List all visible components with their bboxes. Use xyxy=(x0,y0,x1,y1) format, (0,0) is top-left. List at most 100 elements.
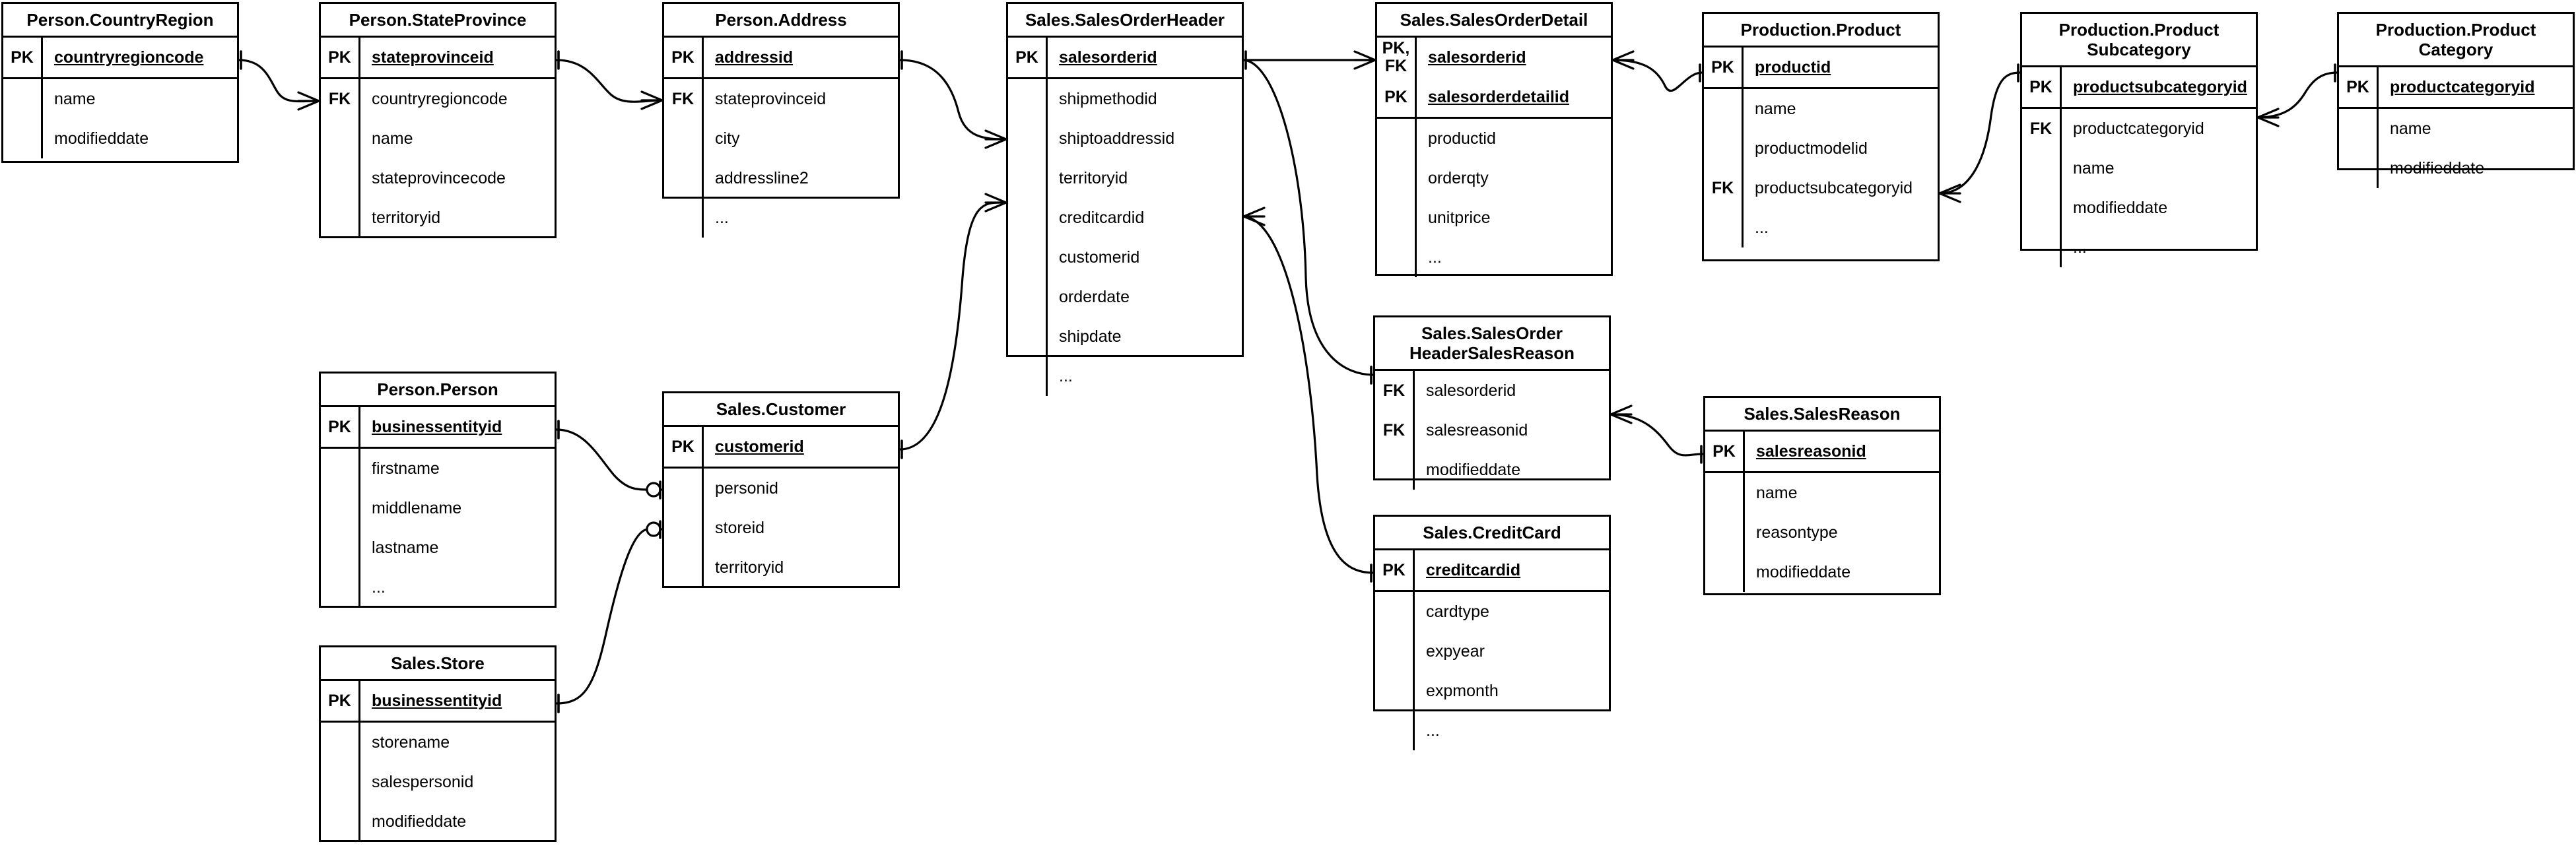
field-key-label xyxy=(1705,513,1745,552)
field-name-label: salesreasonid xyxy=(1756,442,1866,461)
field-key-label xyxy=(2022,148,2062,188)
field-key-label xyxy=(1375,450,1415,490)
field-name-label: shipdate xyxy=(1059,327,1122,346)
entity-title: Person.CountryRegion xyxy=(3,4,237,38)
field-key-label xyxy=(1375,671,1415,711)
entity-field-row: FK stateprovinceid xyxy=(664,79,898,119)
field-key-label xyxy=(1008,317,1048,356)
field-key-label xyxy=(3,119,43,158)
field-name-label: productcategoryid xyxy=(2390,78,2535,96)
entity-field-row: storeid xyxy=(664,508,898,548)
field-key-label xyxy=(1008,356,1048,396)
field-key-label: PK xyxy=(1375,550,1415,590)
entity-field-row: productmodelid xyxy=(1704,129,1938,168)
field-name-label: shipmethodid xyxy=(1059,90,1157,108)
field-key-label: FK xyxy=(664,79,704,119)
field-key-label: FK xyxy=(321,79,360,119)
entity-field-row: modifieddate xyxy=(1375,450,1609,490)
field-name-label: businessentityid xyxy=(372,692,502,710)
field-key-label xyxy=(1008,79,1048,119)
field-name-label: productid xyxy=(1428,129,1496,148)
entity-field-row: shipmethodid xyxy=(1008,79,1242,119)
field-key-label: FK xyxy=(1704,168,1744,208)
field-name-label: modifieddate xyxy=(54,129,149,148)
edge-salesreasonlink-salesreason xyxy=(1610,405,1705,464)
field-key-label: PK xyxy=(2022,67,2062,107)
field-name-label: salesreasonid xyxy=(1426,421,1528,439)
entity-title: Person.Person xyxy=(321,374,555,407)
field-name-label: personid xyxy=(715,479,778,498)
field-key-label xyxy=(2339,109,2379,148)
field-name-label: name xyxy=(2390,119,2431,138)
entity-field-row: ... xyxy=(1704,208,1938,247)
field-name-label: name xyxy=(54,90,96,108)
entity-field-row: storename xyxy=(321,723,555,762)
entity-field-row: cardtype xyxy=(1375,592,1609,632)
edge-customer-salesorderheader xyxy=(898,193,1007,459)
field-name-label: ... xyxy=(2073,238,2087,257)
field-name-label: territoryid xyxy=(715,558,784,577)
entity-field-row: modifieddate xyxy=(1705,552,1939,592)
edge-countryregion-stateprovince xyxy=(238,50,320,111)
field-key-label: PK xyxy=(2339,67,2379,107)
field-key-label xyxy=(1704,208,1744,247)
entity-field-row: firstname xyxy=(321,449,555,488)
entity-field-row: territoryid xyxy=(664,548,898,587)
field-name-label: stateprovinceid xyxy=(715,90,827,108)
field-key-label: PK xyxy=(664,427,704,467)
field-name-label: orderdate xyxy=(1059,288,1130,306)
entity-field-row: middlename xyxy=(321,488,555,528)
entity-field-row: territoryid xyxy=(1008,158,1242,198)
edge-address-salesorderheader xyxy=(898,50,1007,149)
field-name-label: salespersonid xyxy=(372,773,474,791)
field-name-label: reasontype xyxy=(1756,523,1838,542)
field-name-label: ... xyxy=(715,209,729,227)
field-key-label xyxy=(664,158,704,198)
field-name-label: shiptoaddressid xyxy=(1059,129,1175,148)
entity-field-row: ... xyxy=(1375,711,1609,750)
field-name-label: customerid xyxy=(1059,248,1140,267)
field-name-label: cardtype xyxy=(1426,602,1489,621)
field-name-label: countryregioncode xyxy=(54,48,204,67)
field-name-label: unitprice xyxy=(1428,209,1491,227)
field-key-label xyxy=(321,528,360,568)
entity-field-row: ... xyxy=(321,568,555,607)
field-key-label: FK xyxy=(1375,410,1415,450)
field-key-label: PK xyxy=(3,38,43,77)
entity-field-row: expyear xyxy=(1375,632,1609,671)
edge-stateprovince-address xyxy=(555,50,663,110)
field-key-label xyxy=(2022,228,2062,267)
field-key-label xyxy=(321,158,360,198)
entity-title: Production.Product Category xyxy=(2339,14,2573,67)
field-key-label xyxy=(321,119,360,158)
field-key-label xyxy=(1705,552,1745,592)
field-key-label xyxy=(1377,238,1417,277)
field-key-label xyxy=(1705,473,1745,513)
entity-title: Person.StateProvince xyxy=(321,4,555,38)
entity-field-row: salespersonid xyxy=(321,762,555,802)
field-key-label: PK xyxy=(321,38,360,77)
